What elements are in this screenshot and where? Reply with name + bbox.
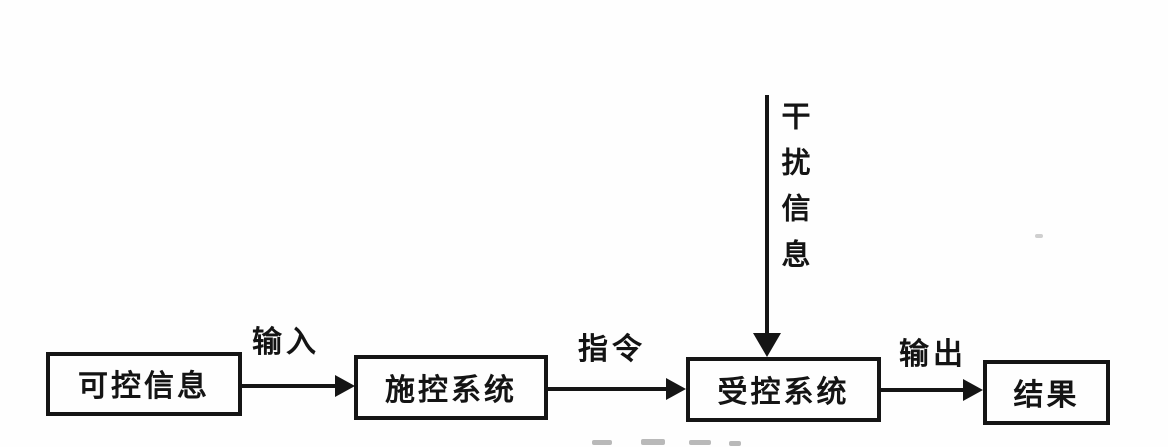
arrowhead-right-icon: [335, 375, 355, 397]
node-controlling-system: 施控系统: [354, 355, 548, 420]
node-controllable-info-label: 可控信息: [78, 369, 210, 404]
arrow-command-line: [548, 387, 669, 391]
node-controllable-info: 可控信息: [46, 352, 242, 416]
arrow-output-line: [881, 388, 965, 392]
edge-label-command: 指令: [578, 332, 646, 367]
arrowhead-right-icon: [963, 379, 983, 401]
node-result-label: 结果: [1013, 377, 1080, 413]
edge-label-output: 输出: [899, 337, 967, 372]
arrow-input-line: [242, 384, 338, 388]
scan-artifact: [1035, 234, 1043, 238]
arrow-disturbance-line: [765, 95, 769, 336]
disturbance-label: 干扰信息: [777, 101, 811, 285]
node-result: 结果: [983, 360, 1110, 425]
arrowhead-right-icon: [666, 378, 686, 400]
scan-artifact: [641, 439, 665, 445]
node-controlled-system: 受控系统: [686, 357, 881, 422]
scan-artifact: [729, 441, 741, 446]
node-controlling-system-label: 施控系统: [385, 372, 517, 408]
edge-label-input: 输入: [252, 325, 320, 360]
scan-artifact: [592, 440, 612, 445]
scan-artifact: [689, 440, 711, 445]
node-controlled-system-label: 受控系统: [717, 374, 850, 410]
arrowhead-down-icon: [753, 333, 781, 357]
